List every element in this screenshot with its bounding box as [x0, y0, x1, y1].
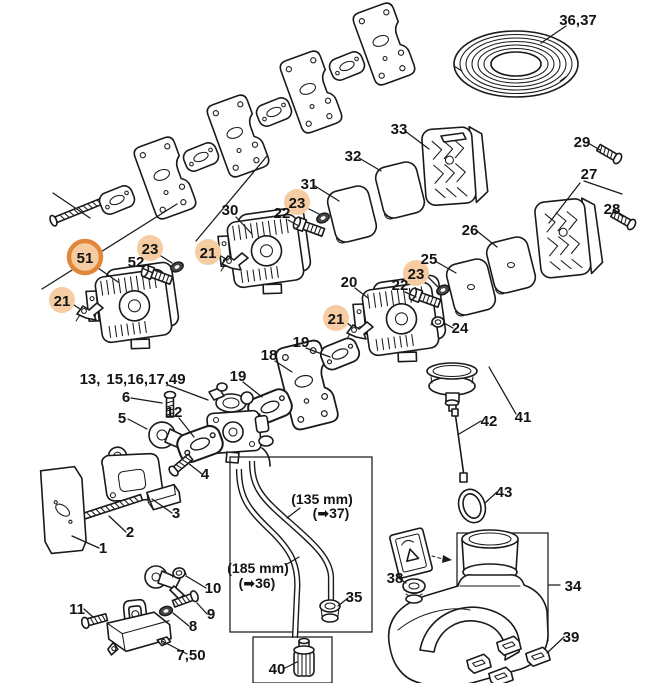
callout-15-16-17-49: 15,16,17,49	[106, 371, 185, 388]
hose-length-185: (185 mm)	[227, 560, 288, 576]
callout-11: 11	[69, 601, 85, 618]
callout-19-left: 19	[230, 368, 247, 385]
callout-31: 31	[301, 176, 318, 193]
callout-25: 25	[421, 251, 438, 268]
callout-38: 38	[387, 570, 404, 587]
callout-34: 34	[565, 578, 582, 595]
callout-33: 33	[391, 121, 408, 138]
muffler-left-group	[75, 259, 186, 357]
engine-mount-group	[39, 446, 182, 555]
callout-8: 8	[189, 618, 197, 635]
handle-bracket-group	[79, 565, 201, 656]
callout-51[interactable]: 51	[77, 250, 94, 267]
callout-39: 39	[563, 629, 580, 646]
callout-18: 18	[261, 347, 278, 364]
callout-9: 9	[207, 606, 215, 623]
highlight-21-right[interactable]	[323, 305, 349, 331]
callout-21-right[interactable]: 21	[328, 311, 345, 328]
callout-10: 10	[205, 580, 222, 597]
muffler-middle-group	[213, 205, 332, 302]
highlight-23-mid[interactable]	[284, 189, 310, 215]
callouts: 36,37 33 32 31 29 27 28 26 25 30 22 23 2…	[49, 12, 620, 678]
callout-42: 42	[481, 413, 498, 430]
air-filter-group	[324, 124, 639, 319]
callout-1: 1	[99, 540, 107, 557]
callout-24: 24	[452, 320, 469, 337]
highlight-21-left[interactable]	[49, 287, 75, 313]
callout-27: 27	[581, 166, 598, 183]
fuel-tank-group	[387, 527, 552, 683]
callout-3: 3	[172, 505, 180, 522]
starter-rope-coil	[453, 30, 579, 98]
highlight-51-ring[interactable]	[66, 238, 104, 276]
callout-20: 20	[341, 274, 358, 291]
callout-23-mid[interactable]: 23	[289, 195, 306, 212]
carburetor-group	[148, 334, 363, 479]
callout-22-mid: 22	[274, 205, 291, 222]
fuel-cap-group	[426, 362, 487, 524]
callout-41: 41	[515, 409, 532, 426]
callout-5: 5	[118, 410, 126, 427]
callout-40: 40	[269, 661, 286, 678]
callout-22-right: 22	[392, 277, 409, 294]
callout-6: 6	[122, 389, 130, 406]
callout-23-right[interactable]: 23	[408, 266, 425, 283]
callout-43: 43	[496, 484, 513, 501]
fuel-filter-40	[293, 637, 315, 677]
callout-12: 12	[166, 404, 183, 421]
fuel-line-box	[229, 456, 373, 683]
callout-23-left[interactable]: 23	[142, 241, 159, 258]
callout-7-50: 7,50	[176, 647, 205, 664]
leader-lines	[41, 25, 624, 669]
highlight-23-right[interactable]	[403, 260, 429, 286]
callout-21-mid[interactable]: 21	[200, 245, 217, 262]
callout-52: 52	[128, 254, 145, 271]
warning-label	[389, 527, 433, 579]
callout-2: 2	[126, 524, 134, 541]
callout-19-top: 19	[293, 334, 310, 351]
callout-35: 35	[346, 589, 363, 606]
highlight-21-mid[interactable]	[195, 239, 221, 265]
callout-30: 30	[222, 202, 239, 219]
throttle-trigger	[144, 565, 185, 600]
hose-ref-37: (➡37)	[313, 505, 350, 521]
callout-21-left[interactable]: 21	[54, 293, 71, 310]
callout-13: 13,	[80, 371, 101, 388]
callout-4: 4	[201, 466, 210, 483]
callout-28: 28	[604, 201, 621, 218]
grommet-35	[319, 599, 341, 623]
tank-grommet	[402, 578, 426, 604]
callout-26: 26	[462, 222, 479, 239]
callout-32: 32	[345, 148, 362, 165]
highlight-23-left[interactable]	[137, 235, 163, 261]
callout-29: 29	[574, 134, 591, 151]
hose-ref-36: (➡36)	[239, 575, 276, 591]
hose-length-135: (135 mm)	[291, 491, 352, 507]
callout-36-37: 36,37	[559, 12, 597, 29]
